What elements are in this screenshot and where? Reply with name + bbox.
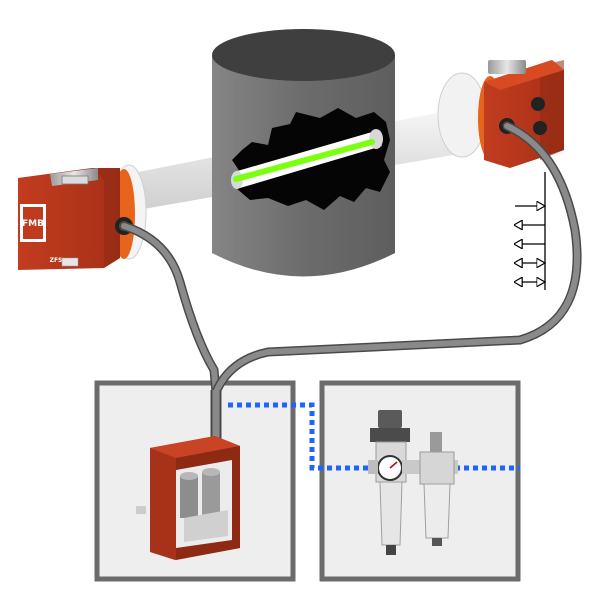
left-sensor-head: FMB ZFS	[18, 164, 147, 270]
logo-subtext: ZFS	[50, 257, 63, 264]
logo-text: FMB	[22, 219, 44, 229]
measurement-beam	[233, 139, 375, 182]
duct-cutaway	[231, 108, 390, 210]
air-supply-line	[228, 402, 520, 471]
flow-profile-arrows	[515, 172, 545, 290]
purge-blower-unit	[136, 436, 240, 560]
right-sensor-head	[437, 60, 564, 168]
air-filter-regulator	[368, 410, 458, 555]
